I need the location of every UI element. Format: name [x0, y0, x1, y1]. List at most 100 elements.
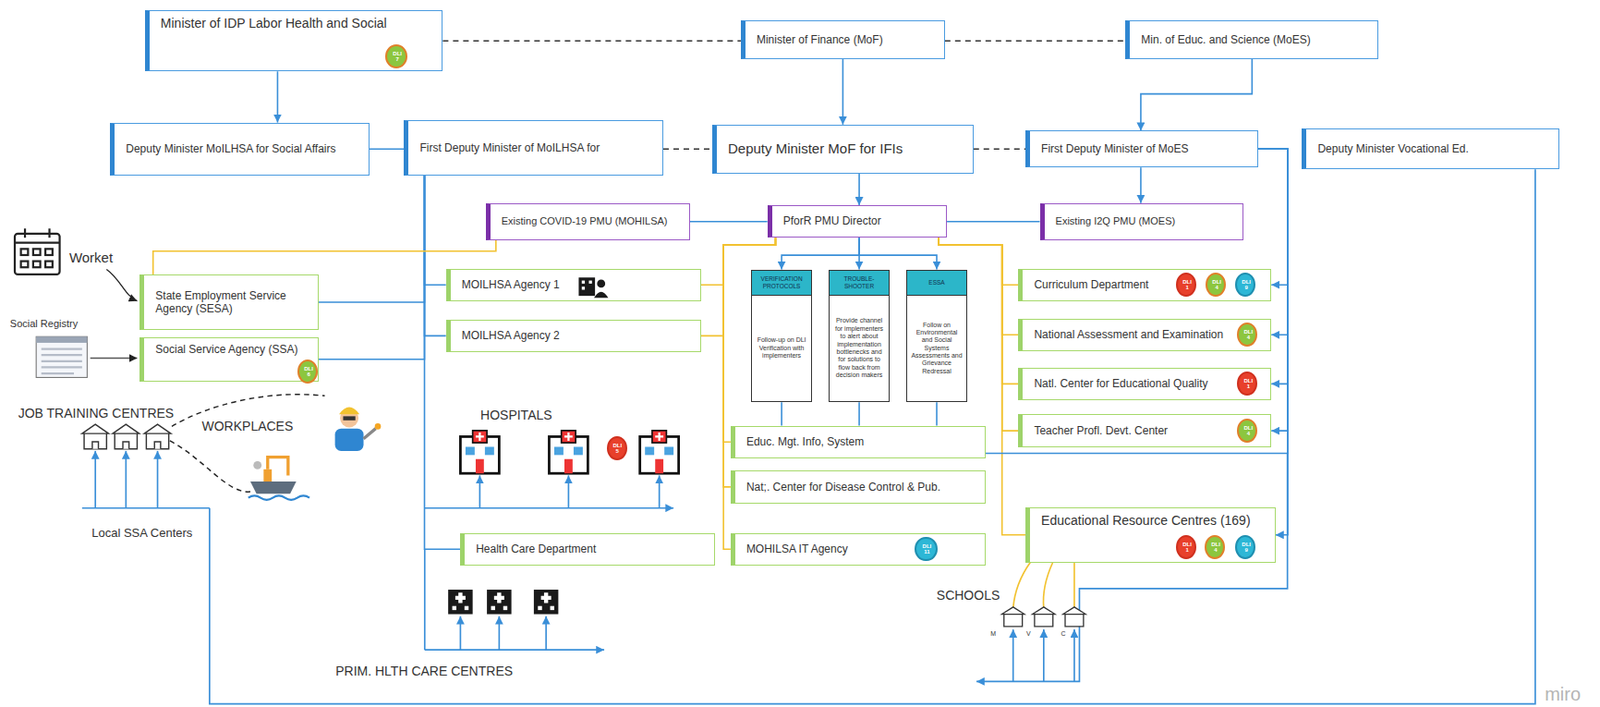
- pmu-box: Existing COVID-19 PMU (MOHILSA): [485, 203, 691, 241]
- badge-text: DLI 5: [612, 442, 622, 454]
- agency-icon: [596, 278, 606, 288]
- box-title: Minister of Finance (MoF): [745, 28, 893, 51]
- calendar-icon: [21, 261, 29, 268]
- yellow-wire: [1073, 561, 1076, 608]
- badge-text: DLI 7: [381, 46, 412, 67]
- unit-heading: ESSA: [907, 270, 967, 296]
- dli-badge: DLI 4: [1205, 272, 1226, 298]
- unit-heading: VERIFICATION PROTOCOLS: [751, 270, 812, 296]
- wire: [479, 474, 482, 508]
- dli-badge: DLI 11: [914, 536, 937, 562]
- hospital-icon: [484, 447, 495, 456]
- box-title: MOHILSA IT Agency: [735, 537, 858, 560]
- wire: [82, 169, 1536, 704]
- wire: [124, 450, 127, 509]
- box-title: Educational Resource Centres (169): [1030, 508, 1260, 534]
- hospital-icon: [654, 459, 664, 473]
- clinic-icon: [533, 589, 558, 614]
- badge-text: DLI 1: [1171, 536, 1201, 558]
- agency-box: State Employment Service Agency (SESA): [139, 274, 318, 330]
- agency-box: MOILHSA Agency 1: [446, 268, 702, 302]
- calendar-icon: [14, 233, 61, 275]
- calendar-icon: [14, 242, 61, 244]
- hospital-icon: [475, 432, 485, 441]
- connector: [277, 71, 279, 122]
- wire: [1073, 629, 1076, 681]
- clinic-icon: [537, 606, 542, 610]
- hospital-icon: [573, 447, 583, 456]
- badge-text: DLI 4: [1233, 420, 1263, 441]
- dli-badge: DLI 9: [1235, 272, 1256, 298]
- connector: [424, 175, 447, 336]
- clinic-icon: [494, 592, 505, 603]
- connector: [318, 175, 425, 303]
- ship-icon: [263, 469, 272, 482]
- calendar-icon: [45, 248, 53, 255]
- registry-icon: [36, 336, 87, 343]
- dashed-link: [169, 440, 251, 492]
- box-title: Deputy Minister MoF for IFIs: [716, 135, 912, 162]
- box-title: National Assessment and Examination: [1022, 323, 1264, 346]
- clinic-icon: [464, 606, 469, 610]
- wire: [1012, 629, 1015, 681]
- unit-body: Follow on Environmental and Social Syste…: [907, 295, 967, 402]
- box-title: Existing I2Q PMU (MOES): [1044, 210, 1186, 232]
- box-title: Nat;. Center for Disease Control & Pub.: [735, 475, 950, 498]
- badge-text: DLI 9: [1230, 536, 1261, 558]
- connector: [946, 220, 1041, 223]
- ship-icon: [267, 457, 289, 476]
- registry-icon: [41, 349, 83, 374]
- worker-icon: [335, 428, 364, 451]
- agency-box: Educ. Mgt. Info, System: [730, 425, 986, 459]
- box-title: Minister of IDP Labor Health and Social: [149, 11, 397, 37]
- unit-body: Provide channel for implementers to aler…: [829, 295, 889, 402]
- box-title: Educ. Mgt. Info, System: [735, 430, 873, 453]
- clinic-icon: [533, 589, 558, 614]
- dli-badge: DLI 4: [1236, 322, 1258, 348]
- note-label: miro: [1542, 683, 1583, 705]
- dli-badge: DLI 4: [1204, 534, 1225, 560]
- hospital-icon: [472, 430, 487, 443]
- school-icon: [1032, 606, 1055, 627]
- dli-badge: DLI 9: [1235, 534, 1256, 560]
- note-label: Local SSA Centers: [89, 526, 194, 541]
- connector: [945, 39, 1127, 42]
- hospital-icon: [475, 459, 485, 473]
- hospital-icon: [561, 430, 576, 443]
- note-label: JOB TRAINING CENTRES: [16, 405, 177, 421]
- wire: [976, 452, 1288, 681]
- wire: [82, 507, 210, 510]
- minister-box: Deputy Minister MoILHSA for Social Affai…: [109, 122, 370, 176]
- worker-icon: [375, 423, 382, 430]
- note-label: C: [1059, 630, 1068, 638]
- agency-icon: [578, 277, 608, 298]
- calendar-icon: [33, 248, 41, 255]
- badge-text: DLI 1: [1171, 274, 1201, 295]
- unit-body: Follow-up on DLI Verification with imple…: [751, 295, 812, 402]
- box-title: Health Care Department: [464, 537, 606, 560]
- wire: [568, 474, 570, 508]
- wire: [209, 169, 1536, 704]
- note-label: V: [1024, 630, 1033, 638]
- hospital-icon: [664, 447, 674, 456]
- school-icon: [1063, 606, 1086, 627]
- dli-badge: DLI 1: [1175, 272, 1197, 298]
- minister-box: Deputy Minister MoF for IFIs: [712, 124, 974, 174]
- box-title: Teacher Profl. Devt. Center: [1022, 419, 1177, 442]
- minister-box: Minister of Finance (MoF): [740, 20, 946, 60]
- connector: [973, 147, 1026, 150]
- training-centre-icons: [82, 424, 171, 449]
- box-title: MOILHSA Agency 2: [450, 324, 570, 347]
- unit-heading: TROUBLE-SHOOTER: [829, 270, 889, 296]
- hospital-icon: [564, 459, 573, 473]
- wire: [424, 648, 605, 651]
- clinic-icon: [541, 592, 552, 603]
- dli-badge: DLI 1: [1236, 371, 1258, 397]
- note-label: WORKPLACES: [200, 418, 296, 434]
- agency-icon: [581, 280, 585, 284]
- calendar-icon: [21, 248, 29, 255]
- registry-icon: [36, 336, 87, 377]
- hospital-icon: [644, 447, 655, 456]
- pmu-box: PforR PMU Director: [767, 205, 947, 238]
- training-centre-icons: [112, 424, 140, 449]
